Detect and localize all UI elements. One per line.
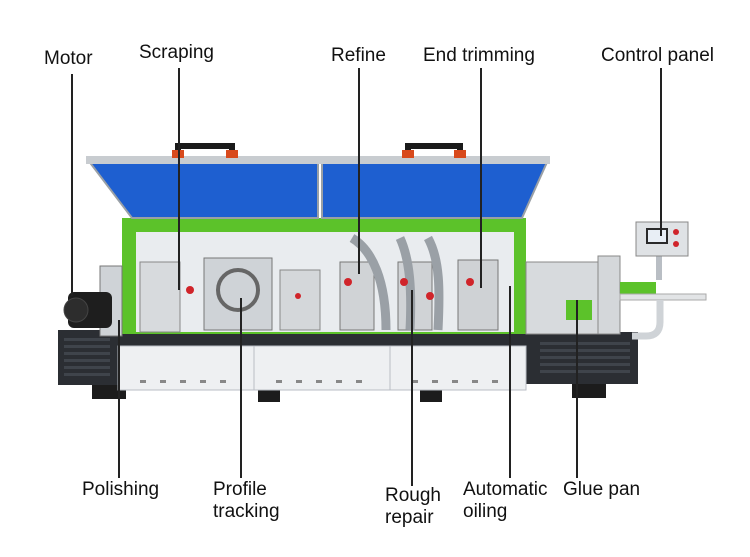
profile-tracking-leader-line: [240, 298, 242, 478]
machine-base: [58, 330, 638, 385]
end-trimming-label: End trimming: [423, 45, 535, 66]
control-panel-unit: [635, 221, 689, 280]
glue-pan-label: Glue pan: [563, 479, 641, 500]
internal-units: [139, 234, 499, 333]
refine-label: Refine: [331, 45, 386, 66]
control-panel-label: Control panel: [601, 45, 715, 66]
motor-label: Motor: [44, 48, 93, 69]
motor-unit: [63, 265, 123, 337]
machine-lids: [85, 143, 550, 219]
rough-repair-label-line1: Rough: [385, 485, 441, 506]
profile-tracking-label-line2: tracking: [213, 501, 280, 522]
end-trimming-leader-line: [480, 68, 482, 288]
automatic-oiling-label-line2: oiling: [463, 501, 508, 522]
glue-pan-leader-line: [576, 300, 578, 478]
scraping-leader-line: [178, 68, 180, 290]
rough-repair-label-line2: repair: [385, 507, 434, 528]
automatic-oiling-leader-line: [509, 286, 511, 478]
automatic-oiling-label-line1: Automatic: [463, 479, 548, 500]
glue-section: [525, 255, 707, 340]
profile-tracking-label-line1: Profile: [213, 479, 267, 500]
polishing-label: Polishing: [82, 479, 160, 500]
rough-repair-leader-line: [411, 290, 413, 486]
motor-leader-line: [71, 74, 73, 296]
polishing-leader-line: [118, 320, 120, 478]
refine-leader-line: [358, 68, 360, 274]
scraping-label: Scraping: [139, 42, 214, 63]
cabinet-doors: [117, 345, 527, 391]
control-panel-leader-line: [660, 68, 662, 236]
